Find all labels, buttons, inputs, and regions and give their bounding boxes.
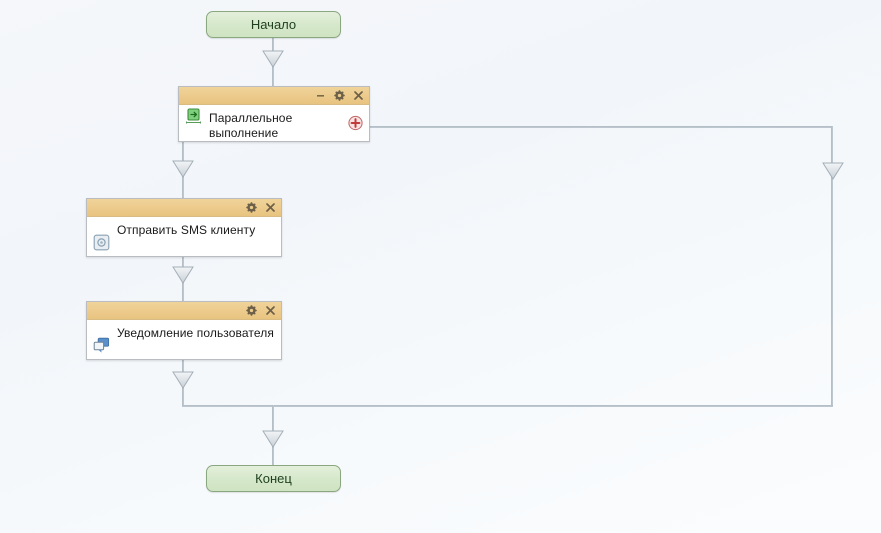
node-user-notification-body: Уведомление пользователя [87, 320, 281, 359]
node-parallel-body: Параллельное выполнение [179, 105, 369, 141]
close-icon[interactable] [353, 90, 364, 101]
node-send-sms-header[interactable] [87, 199, 281, 217]
node-parallel-label: Параллельное выполнение [209, 111, 293, 140]
node-user-notification-label: Уведомление пользователя [117, 326, 274, 340]
arrow-parallel-right-branch [822, 162, 844, 180]
gear-icon[interactable] [334, 90, 345, 101]
minimize-icon[interactable] [315, 90, 326, 101]
close-icon[interactable] [265, 202, 276, 213]
arrow-notify-to-merge [172, 371, 194, 389]
add-branch-icon[interactable] [348, 115, 363, 131]
node-start[interactable]: Начало [206, 11, 341, 38]
arrow-sms-to-notify [172, 266, 194, 284]
node-send-sms-label: Отправить SMS клиенту [117, 223, 256, 237]
gear-icon[interactable] [246, 305, 257, 316]
node-end-label: Конец [255, 471, 292, 486]
parallel-fork-icon [185, 108, 202, 125]
arrow-start-to-parallel [262, 50, 284, 68]
node-send-sms-body: Отправить SMS клиенту [87, 217, 281, 256]
node-parallel-header[interactable] [179, 87, 369, 105]
arrow-parallel-to-sms [172, 160, 194, 178]
sms-action-icon [93, 234, 110, 251]
connector-merge-bar [182, 405, 833, 407]
node-user-notification[interactable]: Уведомление пользователя [86, 301, 282, 360]
node-parallel-execution[interactable]: Параллельное выполнение [178, 86, 370, 142]
arrow-merge-to-end [262, 430, 284, 448]
connector-parallel-right-down [831, 126, 833, 407]
connector-parallel-right-top [370, 126, 833, 128]
node-start-label: Начало [250, 17, 297, 32]
notification-icon [93, 337, 110, 354]
gear-icon[interactable] [246, 202, 257, 213]
node-send-sms[interactable]: Отправить SMS клиенту [86, 198, 282, 257]
close-icon[interactable] [265, 305, 276, 316]
node-end[interactable]: Конец [206, 465, 341, 492]
node-user-notification-header[interactable] [87, 302, 281, 320]
